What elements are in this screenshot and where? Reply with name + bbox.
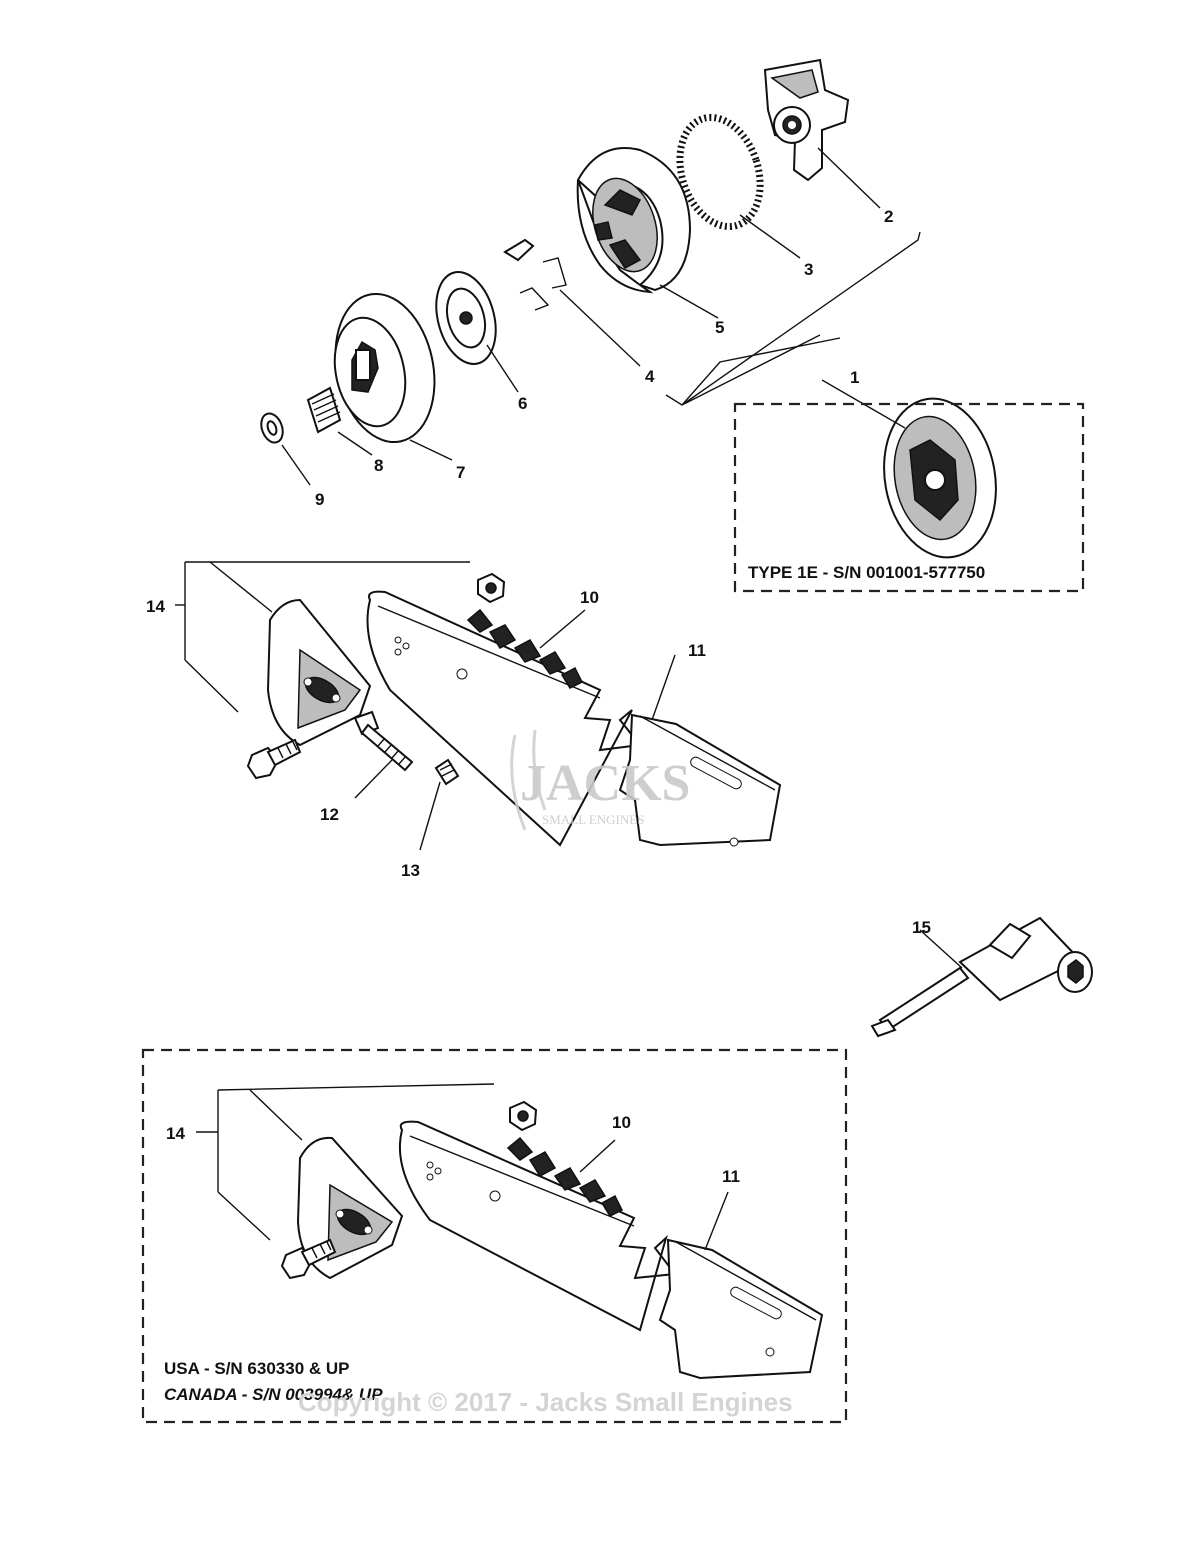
copyright-watermark: Copyright © 2017 - Jacks Small Engines: [298, 1387, 793, 1417]
callout-10-lower: 10: [612, 1113, 631, 1132]
callout-2: 2: [884, 207, 893, 226]
usa-serial-label: USA - S/N 630330 & UP: [164, 1359, 350, 1378]
leader-lines-bottom: [196, 1083, 729, 1251]
callout-8: 8: [374, 456, 383, 475]
leader-lines-middle: [175, 561, 963, 969]
part-1-clutch-assembly-type1e: [883, 397, 997, 559]
part-10-chain-upper: [466, 608, 584, 689]
part-3-clutch-spring: [676, 113, 764, 231]
part-11-bar-plate-upper: [618, 713, 782, 847]
watermark-logo-text: JACKS: [520, 755, 690, 812]
callout-4: 4: [645, 367, 655, 386]
part-11-bar-plate-lower: [658, 1238, 824, 1380]
callout-6: 6: [518, 394, 527, 413]
part-10-bar-lower: [398, 1120, 677, 1332]
callout-9: 9: [315, 490, 324, 509]
part-12-adjuster-bolt: [353, 710, 414, 772]
callout-12: 12: [320, 805, 339, 824]
part-15-combination-wrench: [870, 916, 1093, 1038]
part-bolt-upper: [246, 738, 302, 780]
callout-14-lower: 14: [166, 1124, 185, 1143]
callout-3: 3: [804, 260, 813, 279]
part-8-needle-bearing: [306, 386, 342, 434]
part-6-washer-plate: [435, 271, 497, 365]
part-14-guide-plate-upper: [266, 598, 372, 747]
callout-15: 15: [912, 918, 931, 937]
callout-10: 10: [580, 588, 599, 607]
callout-5: 5: [715, 318, 724, 337]
jacks-watermark-logo: JACKS SMALL ENGINES: [510, 729, 690, 831]
part-13-adjuster-pin: [434, 758, 460, 786]
part-2-clutch-hub: [763, 58, 850, 182]
type-1e-serial-label: TYPE 1E - S/N 001001-577750: [748, 563, 985, 582]
part-nut-lower: [509, 1100, 538, 1132]
part-5-clutch-shoes: [576, 147, 692, 294]
part-7-clutch-drum: [333, 292, 436, 444]
callout-13: 13: [401, 861, 420, 880]
part-bolt-lower: [280, 1238, 337, 1280]
part-4-shoe-springs: [503, 238, 567, 311]
canada-serial-label: CANADA - S/N 003994& UP: [164, 1385, 383, 1404]
part-10-chain-lower: [506, 1136, 624, 1217]
callout-11-lower: 11: [722, 1167, 740, 1186]
callout-11: 11: [688, 641, 706, 660]
part-10-bar-upper: [366, 590, 642, 847]
bottom-serial-box: [141, 1048, 848, 1424]
callout-7: 7: [456, 463, 465, 482]
part-9-washer: [260, 412, 284, 444]
callout-14: 14: [146, 597, 165, 616]
watermark-logo-subtext: SMALL ENGINES: [542, 812, 644, 827]
callout-1: 1: [850, 368, 859, 387]
part-nut-upper: [477, 572, 506, 604]
callout-labels: 1 2 3 4 5 6 7 8 9 10 11 12 13 14 15 10 1…: [146, 207, 931, 1186]
type-1e-box: [733, 402, 1085, 593]
